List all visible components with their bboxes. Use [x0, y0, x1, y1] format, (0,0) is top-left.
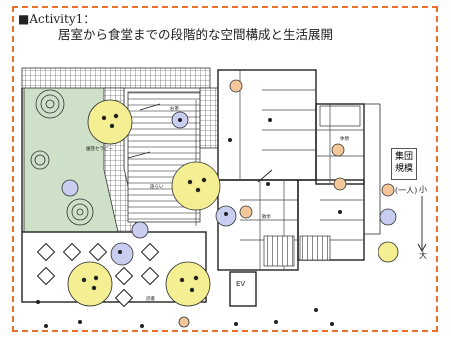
- legend-blue-circle: [379, 208, 397, 226]
- yellow-group-3: [67, 261, 113, 307]
- tree-2: [66, 198, 94, 226]
- room-top-right: [319, 105, 361, 127]
- legend-large-label: 大: [419, 251, 427, 260]
- tree-1: [35, 89, 65, 119]
- legend-orange-circle: [381, 183, 395, 197]
- legend-small-label: 小: [419, 185, 427, 194]
- legend-box-line-2: 規模: [394, 164, 413, 174]
- reading-label: 読書: [146, 295, 155, 302]
- blue-group-4: [61, 179, 79, 197]
- garden-therapy-label: 園芸セラピー: [86, 145, 113, 152]
- stair-1: [263, 235, 295, 267]
- people-markers: [36, 113, 342, 328]
- walk-label: 散歩: [262, 213, 271, 220]
- orange-person-5: [333, 177, 347, 191]
- yellow-group-4: [165, 261, 211, 307]
- orange-person-1: [229, 79, 243, 93]
- corridor-right: [363, 103, 381, 235]
- legend-one-person-label: (一人): [395, 186, 418, 195]
- orange-person-2: [331, 143, 345, 157]
- tree-3: [30, 150, 50, 170]
- movement-arrows: [127, 103, 273, 183]
- blue-group-5: [131, 221, 149, 239]
- rest-label: 休憩: [340, 135, 349, 142]
- stair-2: [299, 235, 331, 261]
- tea-label: お茶: [170, 105, 179, 112]
- talking-label: 語らい: [150, 183, 164, 190]
- orange-person-4: [178, 316, 190, 328]
- paving-top: [21, 67, 211, 89]
- title-line-1: ■Activity1：: [18, 12, 96, 26]
- ev-label: EV: [236, 280, 245, 288]
- legend-group-size-box: 集団 規模: [391, 148, 417, 180]
- yellow-group-1: [87, 99, 133, 145]
- legend-symbols: [378, 183, 427, 263]
- legend-box-line-1: 集団: [394, 152, 413, 162]
- blue-group-1: [110, 242, 134, 266]
- diagram-title: ■Activity1： 居室から食堂までの段階的な空間構成と生活展開: [18, 11, 333, 43]
- legend-yellow-circle: [378, 241, 399, 263]
- title-line-2: 居室から食堂までの段階的な空間構成と生活展開: [58, 27, 334, 42]
- dashed-frame: [12, 6, 438, 332]
- legend-arrow-head: [417, 243, 427, 252]
- yellow-group-2: [171, 161, 221, 211]
- paving-right: [199, 87, 219, 149]
- orange-person-3: [239, 205, 253, 219]
